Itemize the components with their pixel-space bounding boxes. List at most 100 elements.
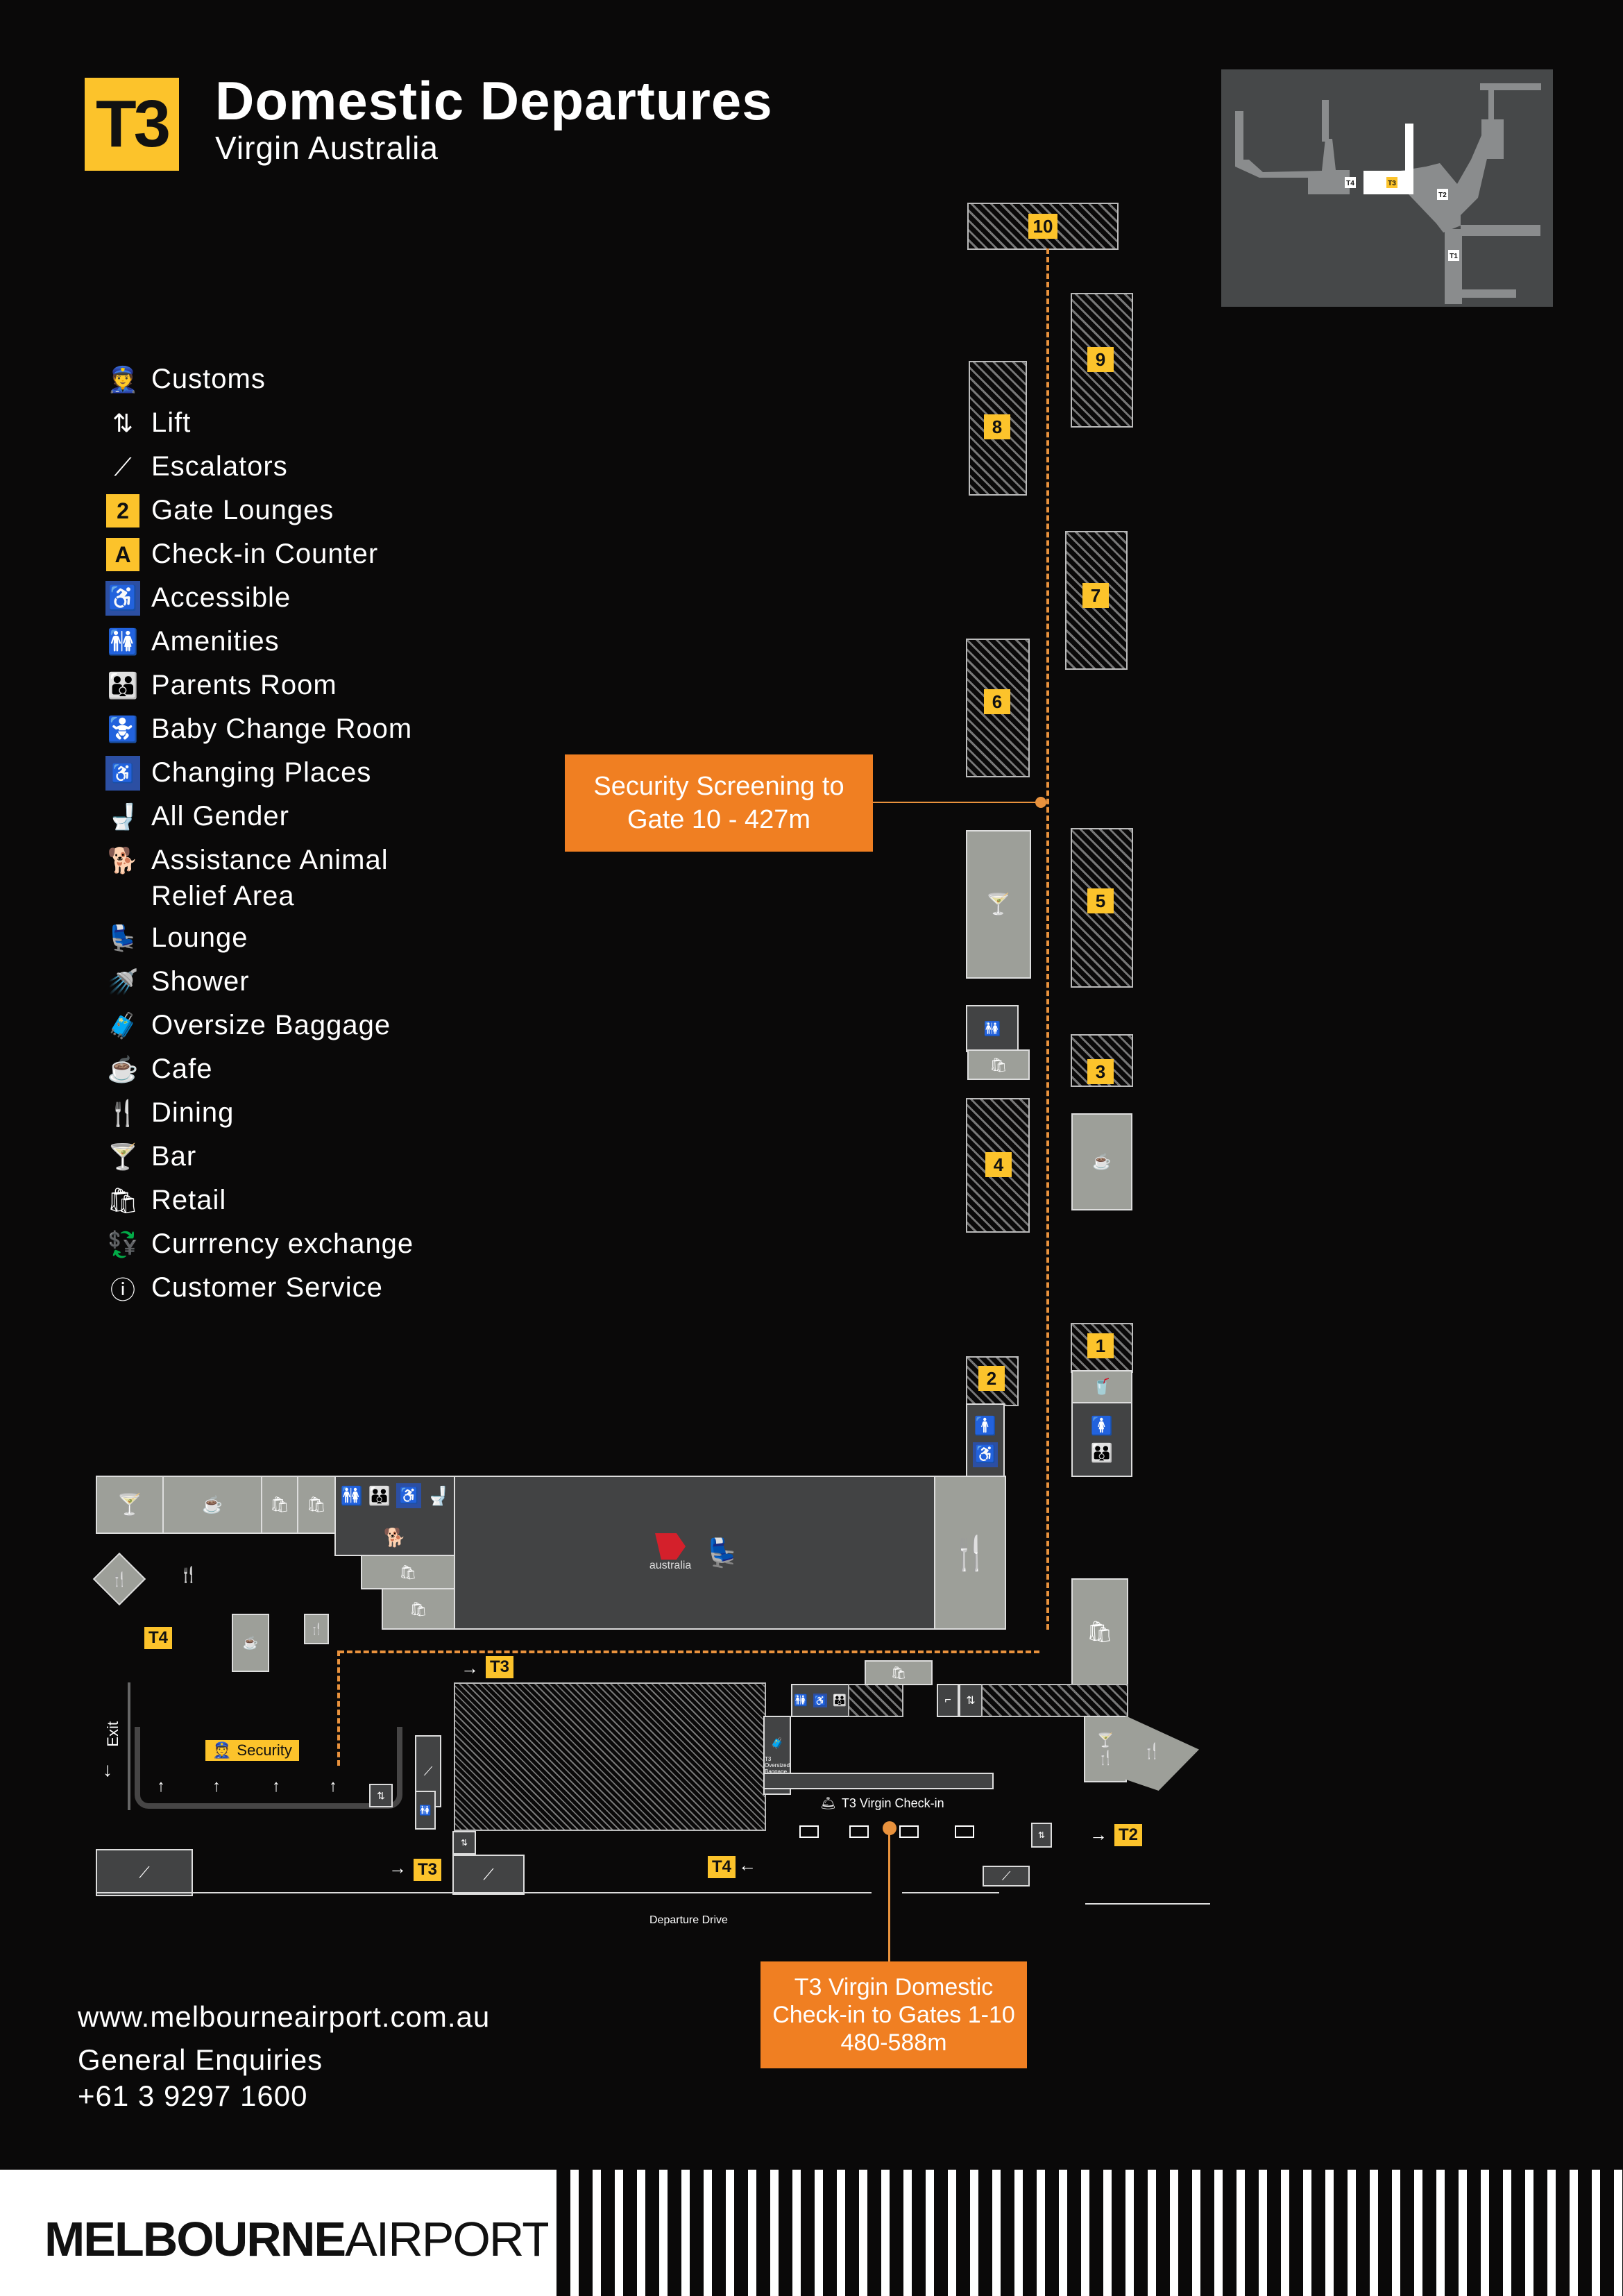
- accessible-icon: ♿: [973, 1442, 998, 1467]
- fast-food-venue[interactable]: 🥤: [1071, 1370, 1132, 1403]
- checkin-desk[interactable]: [849, 1825, 869, 1838]
- security-checkpoint[interactable]: 👮Security: [205, 1740, 299, 1761]
- checkin-counter-row[interactable]: [763, 1773, 994, 1789]
- retail-kiosk[interactable]: 🛍: [865, 1660, 933, 1685]
- gate-badge-5[interactable]: 5: [1087, 888, 1114, 913]
- bar-dining-venue[interactable]: 🍸🍴: [1084, 1716, 1127, 1782]
- female-toilet-icon: 🚺: [1090, 1415, 1114, 1436]
- arrow-up-icon: ↑: [212, 1777, 221, 1796]
- retail-icon: 🛍: [890, 1665, 907, 1680]
- lift[interactable]: ⇅: [959, 1684, 983, 1717]
- retail-store[interactable]: 🛍: [261, 1476, 298, 1534]
- bar-icon: 🍸: [117, 1493, 143, 1517]
- walking-route: [337, 1651, 340, 1766]
- cafe-venue[interactable]: ☕: [1071, 1113, 1132, 1210]
- legend-item-cafe: ☕Cafe: [104, 1051, 443, 1095]
- dining-kiosk[interactable]: 🍴: [304, 1614, 329, 1644]
- dining-icon: 🍴: [107, 1099, 139, 1127]
- retail-icon: 🛍: [307, 1496, 326, 1513]
- legend-item-all-gender: 🚽All Gender: [104, 798, 443, 842]
- gate-badge-1[interactable]: 1: [1087, 1333, 1114, 1358]
- retail-store[interactable]: 🛍: [967, 1049, 1030, 1080]
- lift-icon: ⇅: [966, 1695, 976, 1707]
- amenities-block-west[interactable]: 🚻👪♿🚽🐕: [334, 1476, 455, 1556]
- lift-icon: ⇅: [112, 409, 134, 437]
- lift[interactable]: ⇅: [369, 1784, 393, 1807]
- gate-badge-7[interactable]: 7: [1082, 583, 1109, 608]
- checkin-desk[interactable]: [955, 1825, 974, 1838]
- terminal-link-t3-bottom[interactable]: T3: [414, 1859, 442, 1881]
- legend-item-bar: 🍸Bar: [104, 1138, 443, 1182]
- kerb-line: [1085, 1903, 1210, 1905]
- customs-icon: 👮: [107, 365, 139, 394]
- customs-icon: 👮: [212, 1741, 232, 1759]
- escalator-icon: ⟋: [423, 1764, 433, 1778]
- arrow-down-icon: ↓: [103, 1759, 112, 1780]
- dining-venue-east[interactable]: [1125, 1716, 1199, 1791]
- gate-badge-9[interactable]: 9: [1087, 347, 1114, 372]
- gate-badge-2[interactable]: 2: [978, 1366, 1005, 1391]
- website-link[interactable]: www.melbourneairport.com.au: [78, 2000, 491, 2033]
- lift[interactable]: ⇅: [452, 1831, 476, 1855]
- retail-store[interactable]: 🛍: [297, 1476, 336, 1534]
- terminal-overview-minimap: T4 T3 T2 T1: [1221, 69, 1553, 307]
- bar-venue-west[interactable]: 🍸: [96, 1476, 164, 1534]
- amenities-block-checkin[interactable]: 🚻♿👪: [791, 1684, 849, 1717]
- amenities-icon: 🚻: [340, 1485, 363, 1506]
- oversize-baggage-icon: 🧳: [107, 1011, 139, 1040]
- terminal-link-t4-bottom[interactable]: T4: [708, 1856, 736, 1878]
- dining-kiosk[interactable]: 🍴: [92, 1552, 146, 1606]
- gate-badge-6[interactable]: 6: [984, 689, 1010, 714]
- phone-number[interactable]: +61 3 9297 1600: [78, 2079, 308, 2112]
- gate-badge-8[interactable]: 8: [984, 414, 1010, 439]
- checkin-desk[interactable]: [799, 1825, 819, 1838]
- lift-icon: ⇅: [377, 1789, 385, 1801]
- retail-store[interactable]: 🛍: [382, 1588, 455, 1630]
- retail-store[interactable]: 🛍: [361, 1555, 455, 1589]
- route-marker: [1035, 797, 1046, 808]
- kerb-line: [902, 1892, 999, 1893]
- amenities-block-gate1[interactable]: 🚺👪: [1071, 1402, 1132, 1477]
- amenities-small[interactable]: 🚻: [415, 1791, 436, 1830]
- gate-lounge-8[interactable]: [969, 361, 1027, 496]
- escalator-block-central[interactable]: ⟋: [452, 1855, 525, 1895]
- escalator-block-west[interactable]: ⟋: [96, 1849, 193, 1896]
- cafe-kiosk[interactable]: ☕: [232, 1614, 269, 1672]
- info-icon: ⓘ: [110, 1276, 135, 1304]
- retail-icon: 🛍: [409, 1601, 427, 1617]
- virgin-australia-lounge[interactable]: australia 💺: [454, 1476, 935, 1630]
- lift[interactable]: ⇅: [1031, 1823, 1052, 1848]
- checkin-desk[interactable]: [899, 1825, 919, 1838]
- checkin-restricted-area: [454, 1682, 766, 1831]
- queue-barrier: [128, 1682, 130, 1810]
- stairs[interactable]: ⌐: [937, 1684, 959, 1717]
- kerb-line: [96, 1892, 872, 1893]
- escalator-block-east[interactable]: ⟋: [983, 1866, 1030, 1886]
- gate-badge-10[interactable]: 10: [1028, 214, 1057, 239]
- departure-drive-label: Departure Drive: [649, 1914, 728, 1926]
- restricted-area: [981, 1684, 1128, 1717]
- callout-leader-line: [873, 802, 1041, 803]
- gate-badge-4[interactable]: 4: [985, 1152, 1012, 1177]
- enquiries-label: General Enquiries: [78, 2043, 323, 2076]
- cafe-venue-west[interactable]: ☕: [162, 1476, 262, 1534]
- amenities-block[interactable]: 🚻: [966, 1005, 1019, 1052]
- terminal-link-t4[interactable]: T4: [144, 1627, 173, 1649]
- bar-venue[interactable]: 🍸: [966, 830, 1031, 979]
- terminal-link-t2[interactable]: T2: [1114, 1824, 1143, 1846]
- legend-item-changing-places: ♿Changing Places: [104, 754, 443, 798]
- amenities-icon: 🚻: [107, 627, 139, 656]
- virgin-australia-logo: australia: [649, 1533, 691, 1572]
- retail-store-large[interactable]: 🛍: [1071, 1578, 1128, 1685]
- gate-badge-3[interactable]: 3: [1087, 1059, 1114, 1084]
- stairs-icon: ⌐: [944, 1694, 951, 1706]
- terminal-link-t3-top[interactable]: T3: [486, 1656, 514, 1678]
- legend-item-accessible: ♿Accessible: [104, 580, 443, 623]
- amenities-block-gate2[interactable]: 🚹♿: [966, 1403, 1005, 1478]
- retail-icon: 🛍: [989, 1057, 1008, 1073]
- dining-venue[interactable]: 🍴: [934, 1476, 1006, 1630]
- walking-route: [339, 1651, 1039, 1653]
- legend-item-dining: 🍴Dining: [104, 1095, 443, 1138]
